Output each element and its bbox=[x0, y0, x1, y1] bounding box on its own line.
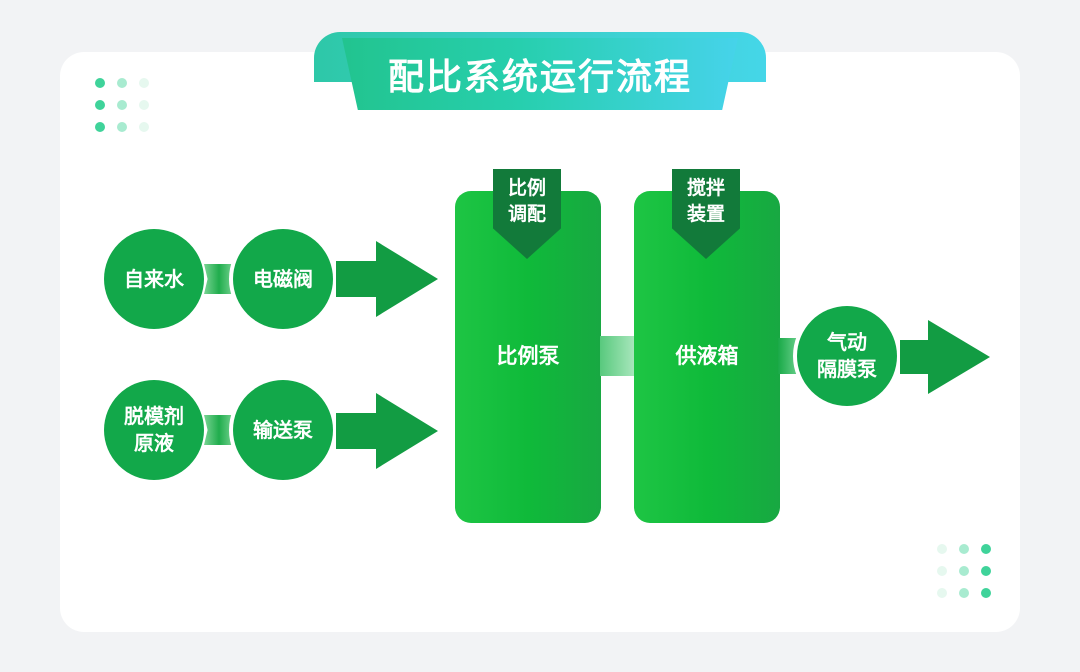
decorative-dots-top-left bbox=[95, 78, 149, 132]
diagram-title: 配比系统运行流程 bbox=[342, 38, 738, 110]
connector-agent-pump bbox=[204, 415, 234, 445]
water-source-node: 自来水 bbox=[104, 229, 204, 329]
tank-output-connector bbox=[778, 338, 798, 374]
connector-water-valve bbox=[204, 264, 234, 294]
transfer-pump-node: 输送泵 bbox=[233, 380, 333, 480]
box-bridge bbox=[600, 336, 634, 376]
release-agent-source-node: 脱模剂 原液 bbox=[104, 380, 204, 480]
solenoid-valve-node: 电磁阀 bbox=[233, 229, 333, 329]
supply-tank-label: 供液箱 bbox=[675, 344, 739, 368]
arrow-row1 bbox=[336, 241, 438, 317]
arrow-row2 bbox=[336, 393, 438, 469]
proportion-pump-label: 比例泵 bbox=[496, 344, 560, 368]
arrow-output bbox=[900, 320, 990, 394]
diaphragm-pump-node: 气动 隔膜泵 bbox=[797, 306, 897, 406]
decorative-dots-bottom-right bbox=[937, 544, 991, 598]
